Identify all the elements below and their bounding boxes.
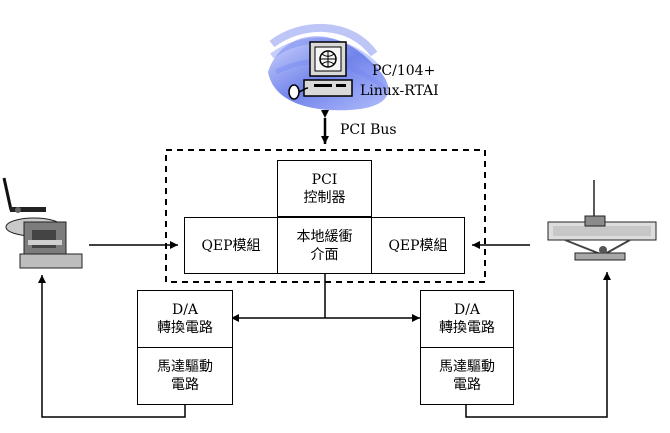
pci-controller-box: PCI 控制器 [277, 160, 372, 217]
inverted-pendulum-icon [547, 180, 657, 261]
da-converter-right: D/A 轉換電路 [420, 290, 514, 348]
pci-controller-line-1: PCI [311, 171, 338, 188]
pc-label-line-1: PC/104+ [372, 63, 436, 79]
da-converter-right-text: D/A 轉換電路 [439, 301, 495, 337]
da-converter-left-line-2: 轉換電路 [157, 320, 213, 336]
computer-terminal-icon [268, 24, 389, 111]
da-converter-right-line-2: 轉換電路 [439, 320, 495, 336]
local-buffer-interface-box: 本地緩衝 介面 [277, 217, 372, 274]
motor-driver-right-text: 馬達驅動 電路 [439, 358, 495, 394]
qep-module-right-label: QEP模組 [388, 237, 448, 254]
motor-driver-left-line-1: 馬達驅動 [157, 359, 213, 375]
local-buffer-line-2: 介面 [310, 246, 339, 263]
pci-controller-line-2: 控制器 [303, 189, 346, 206]
qep-module-right: QEP模組 [371, 217, 465, 274]
motor-driver-left-text: 馬達驅動 電路 [157, 358, 213, 394]
da-converter-right-line-1: D/A [453, 302, 481, 318]
motor-driver-right-line-2: 電路 [453, 377, 481, 393]
da-converter-left-text: D/A 轉換電路 [157, 301, 213, 337]
motor-driver-left: 馬達驅動 電路 [137, 347, 233, 405]
motor-driver-left-line-2: 電路 [171, 377, 199, 393]
da-converter-left: D/A 轉換電路 [137, 290, 233, 348]
da-converter-left-line-1: D/A [171, 302, 199, 318]
pci-bus-label: PCI Bus [340, 122, 397, 138]
qep-module-left: QEP模組 [184, 217, 278, 274]
local-buffer-interface-text: 本地緩衝 介面 [297, 228, 353, 264]
pc-label-line-2: Linux-RTAI [360, 83, 439, 99]
local-buffer-line-1: 本地緩衝 [296, 228, 353, 245]
robot-arm-icon [2, 177, 83, 269]
qep-module-left-label: QEP模組 [201, 237, 261, 254]
motor-driver-right: 馬達驅動 電路 [420, 347, 514, 405]
pci-controller-text: PCI 控制器 [304, 171, 346, 207]
motor-driver-right-line-1: 馬達驅動 [439, 359, 495, 375]
